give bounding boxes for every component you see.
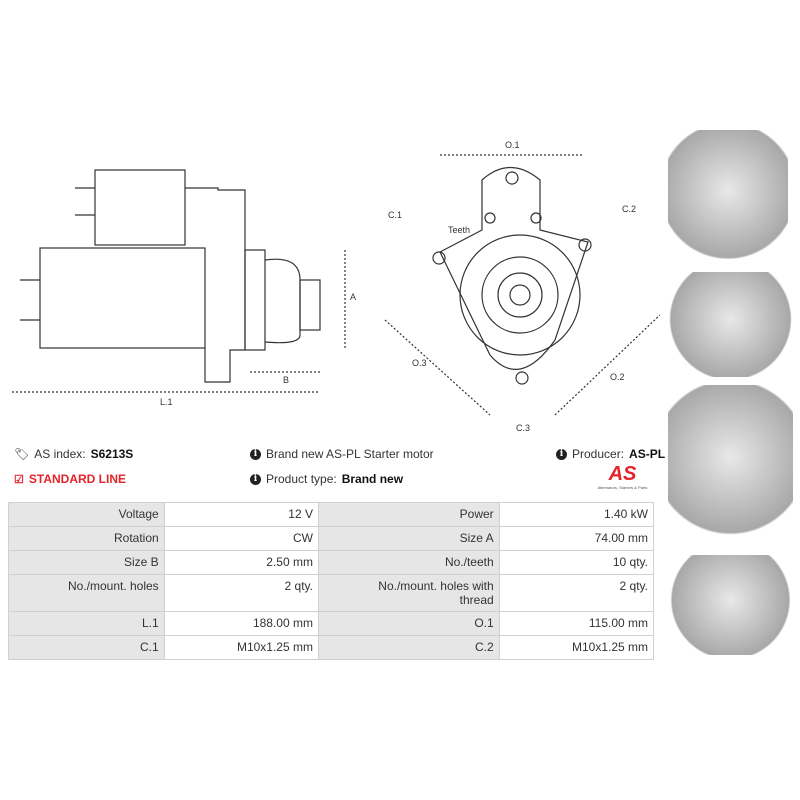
as-pl-logo: AS Alternators, Starters & Parts bbox=[590, 463, 655, 490]
spec-label: C.2 bbox=[317, 635, 500, 660]
label-c3: C.3 bbox=[516, 423, 530, 433]
producer: i Producer: AS-PL bbox=[556, 447, 665, 461]
label-c1: C.1 bbox=[388, 210, 402, 220]
logo-text: AS bbox=[608, 463, 637, 485]
spec-label: Size B bbox=[8, 550, 165, 575]
product-photo-angle[interactable] bbox=[668, 555, 793, 655]
spec-label: Voltage bbox=[8, 502, 165, 527]
standard-line-label: STANDARD LINE bbox=[28, 472, 126, 486]
product-photo-rear[interactable] bbox=[668, 385, 793, 545]
label-o3: O.3 bbox=[412, 358, 427, 368]
side-view-drawing: L.1 B A bbox=[12, 169, 356, 407]
spec-value: M10x1.25 mm bbox=[498, 635, 655, 660]
label-b: B bbox=[283, 375, 289, 385]
info-icon: i bbox=[250, 448, 261, 460]
label-teeth: Teeth bbox=[448, 225, 470, 235]
spec-value: 12 V bbox=[163, 502, 319, 527]
label-a: A bbox=[350, 292, 356, 302]
product-photo-side[interactable] bbox=[668, 272, 793, 377]
as-index-value: S6213S bbox=[90, 447, 134, 461]
spec-label: No./mount. holes with thread bbox=[317, 574, 500, 612]
spec-value: 2 qty. bbox=[498, 574, 655, 612]
producer-label: Producer: bbox=[572, 447, 625, 461]
spec-value: 2.50 mm bbox=[163, 550, 319, 575]
info-icon: i bbox=[250, 473, 261, 485]
product-type-label: Product type: bbox=[266, 472, 337, 486]
spec-value: M10x1.25 mm bbox=[163, 635, 319, 660]
label-o2: O.2 bbox=[610, 372, 625, 382]
technical-drawing: L.1 B A O.1 C.1 C.2 C.3 O.3 O.2 Teeth bbox=[12, 140, 660, 433]
label-o1: O.1 bbox=[505, 140, 520, 150]
tag-icon: 🏷 bbox=[14, 447, 30, 461]
product-type: i Product type: Brand new bbox=[250, 472, 403, 486]
product-type-value: Brand new bbox=[341, 472, 404, 486]
info-icon: i bbox=[556, 448, 567, 460]
product-photo-front[interactable] bbox=[668, 130, 788, 265]
spec-value: 2 qty. bbox=[163, 574, 319, 612]
logo-tagline: Alternators, Starters & Parts bbox=[597, 485, 648, 490]
label-c2: C.2 bbox=[622, 204, 636, 214]
spec-value: 115.00 mm bbox=[498, 611, 655, 636]
spec-label: Power bbox=[317, 502, 500, 527]
description: i Brand new AS-PL Starter motor bbox=[250, 447, 434, 461]
spec-value: 1.40 kW bbox=[498, 502, 655, 527]
spec-label: Size A bbox=[317, 526, 500, 551]
description-text: Brand new AS-PL Starter motor bbox=[266, 447, 434, 461]
spec-label: Rotation bbox=[8, 526, 165, 551]
spec-label: No./mount. holes bbox=[8, 574, 165, 612]
spec-label: O.1 bbox=[317, 611, 500, 636]
label-l1: L.1 bbox=[160, 397, 173, 407]
spec-label: L.1 bbox=[8, 611, 165, 636]
standard-line: ☑ STANDARD LINE bbox=[14, 472, 126, 486]
spec-value: 10 qty. bbox=[498, 550, 655, 575]
producer-value: AS-PL bbox=[629, 447, 666, 461]
spec-label: No./teeth bbox=[317, 550, 500, 575]
spec-value: 74.00 mm bbox=[498, 526, 655, 551]
spec-value: CW bbox=[163, 526, 319, 551]
as-index-label: AS index: bbox=[34, 447, 86, 461]
spec-label: C.1 bbox=[8, 635, 165, 660]
spec-value: 188.00 mm bbox=[163, 611, 319, 636]
checkbox-icon: ☑ bbox=[14, 473, 24, 486]
front-view-drawing: O.1 C.1 C.2 C.3 O.3 O.2 Teeth bbox=[384, 140, 660, 433]
as-index: 🏷 AS index: S6213S bbox=[14, 447, 133, 461]
